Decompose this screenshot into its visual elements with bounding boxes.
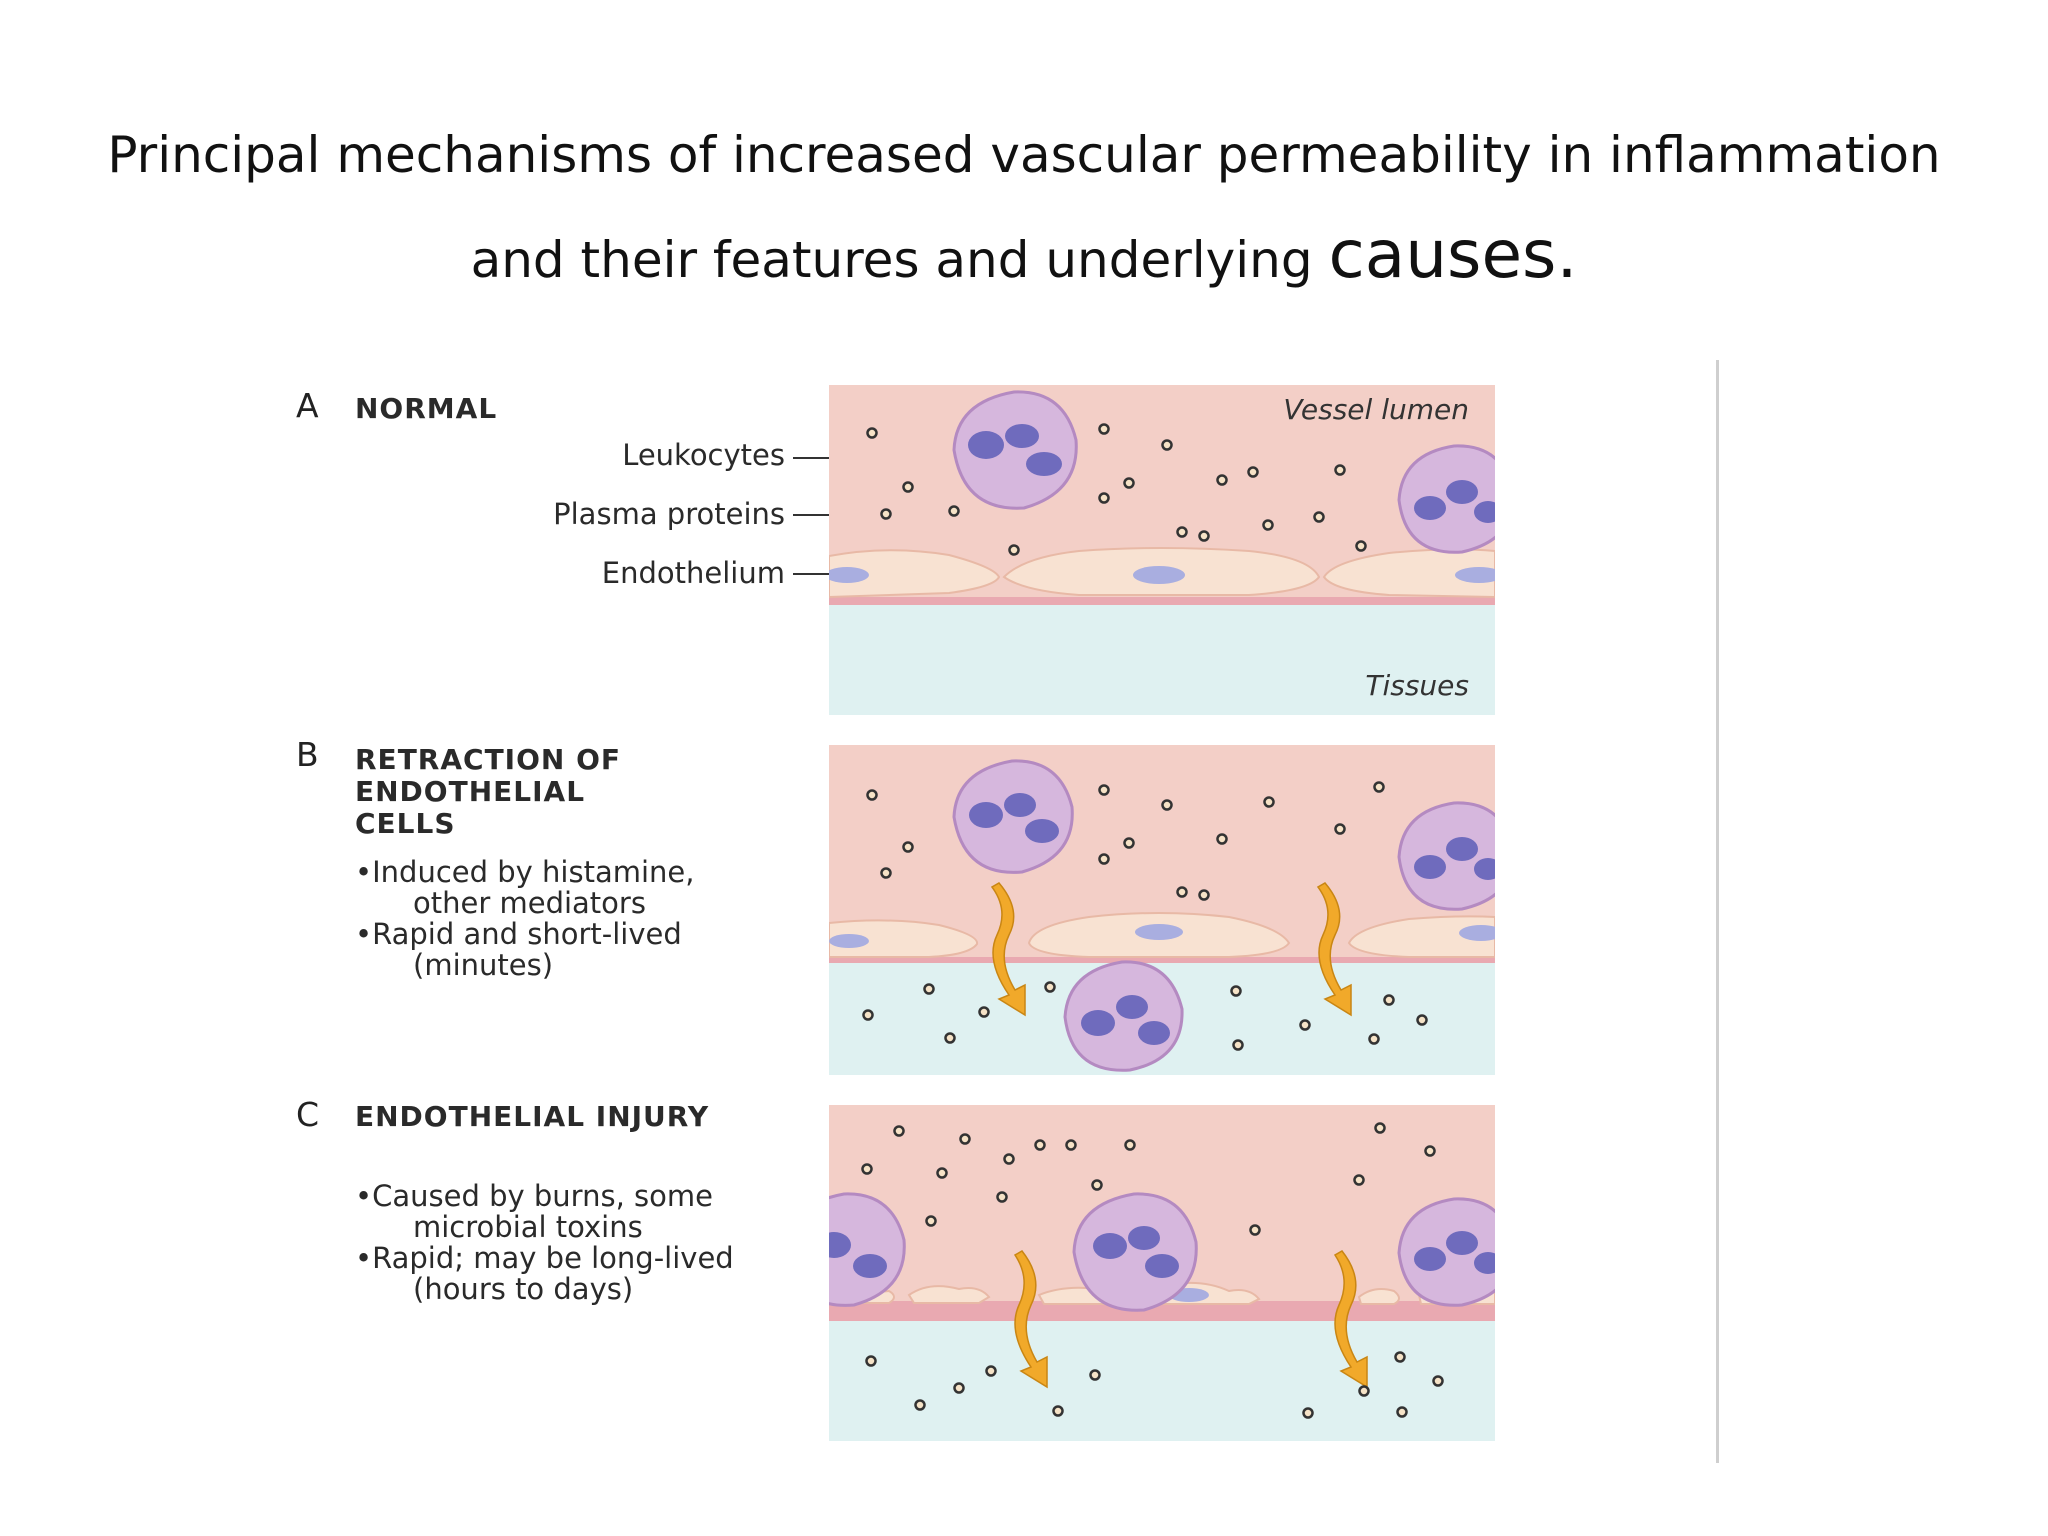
leakage-arrow [1316,882,1352,1017]
panel-c-bullets: Caused by burns, some microbial toxins R… [355,1181,734,1305]
bullet-continuation: (minutes) [413,948,554,982]
bullet-continuation: (hours to days) [413,1272,634,1306]
bullet-continuation: microbial toxins [413,1210,643,1244]
leukocyte [1397,444,1495,554]
endothelial-nucleus [1455,567,1495,583]
panel-b-heading-line: CELLS [355,807,456,840]
label-endothelium: Endothelium [601,556,785,590]
bullet-item: Rapid and short-lived [355,919,694,950]
panel-b-heading-line: ENDOTHELIAL [355,775,586,808]
panel-b-illustration [829,745,1495,1075]
panel-b-bullets: Induced by histamine, other mediators Ra… [355,857,694,981]
panel-c-heading: ENDOTHELIAL INJURY [355,1100,710,1133]
title-line-1: Principal mechanisms of increased vascul… [107,126,1941,184]
leukocyte [952,390,1078,510]
tissues-label: Tissues [1365,669,1469,702]
bullet-item: Rapid; may be long-lived [355,1243,734,1274]
panel-b-letter: B [296,735,319,774]
bullet-item: Induced by histamine, [355,857,694,888]
panel-a-letter: A [296,386,319,425]
leakage-arrow [990,882,1026,1017]
label-leukocytes: Leukocytes [622,438,785,472]
panel-c-illustration [829,1105,1495,1441]
panel-a-heading: NORMAL [355,392,498,425]
vessel-lumen-label: Vessel lumen [1283,393,1469,426]
vertical-divider [1716,360,1719,1463]
endothelial-nucleus [1133,566,1185,584]
basement-membrane [829,597,1495,605]
plasma-proteins [866,423,1367,556]
panel-b-heading: RETRACTION OF ENDOTHELIAL CELLS [355,744,621,840]
endothelial-nucleus [829,567,869,583]
label-plasma-proteins: Plasma proteins [553,497,785,531]
panel-c-letter: C [296,1095,320,1134]
bullet-item: Caused by burns, some [355,1181,734,1212]
bullet-continuation: other mediators [413,886,646,920]
slide-title: Principal mechanisms of increased vascul… [0,105,2048,310]
title-line-2-emphasis: causes. [1328,216,1578,293]
title-line-2-text: and their features and underlying [470,231,1313,289]
endothelial-cell [829,549,1001,599]
title-line-2: and their features and underlying causes… [0,205,2048,310]
panel-b-heading-line: RETRACTION OF [355,743,621,776]
panel-a-illustration: Vessel lumen Tissues [829,385,1495,715]
